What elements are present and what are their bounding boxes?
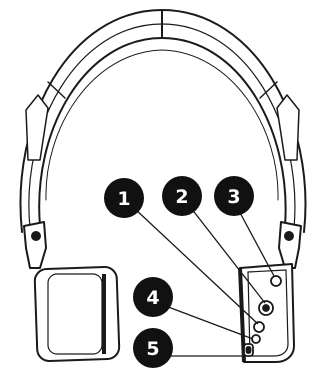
control-button-3	[271, 276, 281, 286]
left-hinge	[24, 222, 46, 268]
charging-port-inner	[247, 347, 251, 353]
leader-line-4	[163, 305, 253, 339]
callout-4: 4	[133, 277, 173, 317]
callout-4-label: 4	[146, 287, 159, 309]
control-button-1	[254, 322, 264, 332]
right-band-pad	[277, 95, 299, 160]
callout-5: 5	[133, 328, 173, 368]
headband-rail-inner	[46, 50, 278, 200]
callout-3-label: 3	[227, 186, 240, 208]
callout-2: 2	[162, 176, 202, 216]
leader-line-2	[191, 208, 265, 303]
callout-5-label: 5	[146, 338, 159, 360]
control-button-4	[252, 335, 260, 343]
headband-slider-right	[260, 82, 277, 98]
callout-2-label: 2	[175, 186, 188, 208]
right-hinge-pivot	[285, 232, 293, 240]
left-band-pad	[26, 95, 48, 160]
callout-1: 1	[104, 178, 144, 218]
callout-1-label: 1	[117, 188, 130, 210]
left-hinge-pivot	[32, 232, 40, 240]
left-earcup-inner	[48, 274, 102, 354]
right-hinge	[279, 222, 301, 268]
control-button-2-center	[263, 305, 269, 311]
callout-3: 3	[214, 176, 254, 216]
